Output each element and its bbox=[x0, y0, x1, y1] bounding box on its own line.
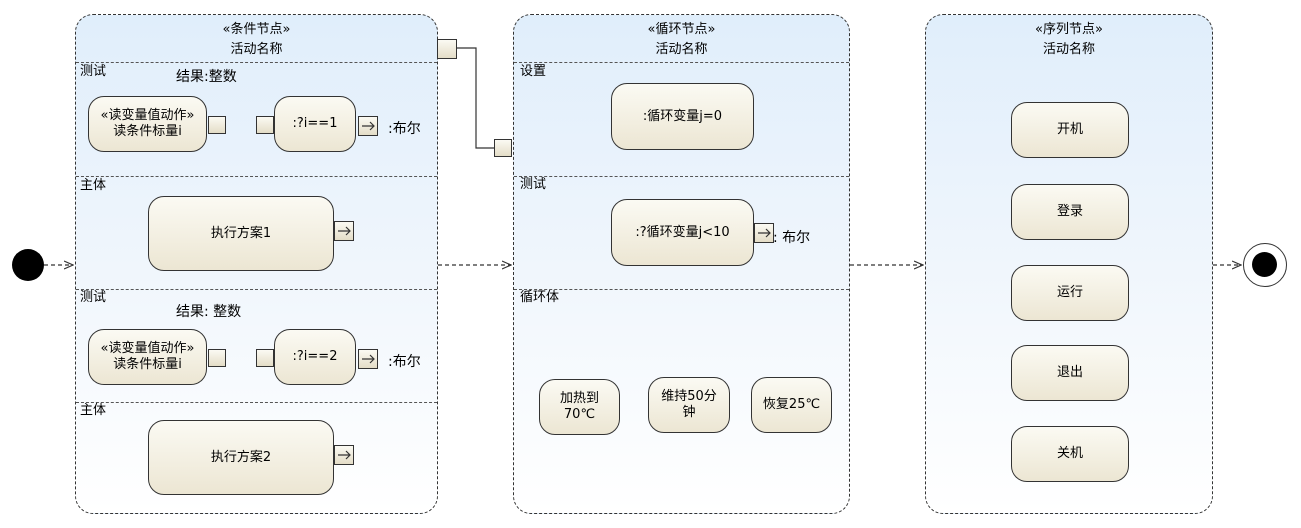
section-divider bbox=[76, 289, 437, 290]
read-action-stereotype: «读变量值动作» bbox=[100, 108, 195, 123]
clause1-test-input-pin[interactable] bbox=[256, 116, 274, 134]
sequence-node[interactable]: «序列节点» 活动名称 开机 登录 运行 退出 关机 bbox=[925, 14, 1213, 514]
clause2-body-label: 主体 bbox=[80, 403, 107, 418]
loop-node[interactable]: «循环节点» 活动名称 设置 :循环变量j=0 测试 :?循环变量j<10 : … bbox=[513, 14, 850, 514]
section-divider bbox=[76, 402, 437, 403]
section-divider bbox=[76, 176, 437, 177]
conditional-node-stereotype: «条件节点» bbox=[222, 22, 291, 37]
clause1-output-type: :布尔 bbox=[388, 121, 421, 137]
clause1-test-label: 测试 bbox=[80, 64, 107, 79]
loop-test-action[interactable]: :?循环变量j<10 bbox=[611, 199, 754, 266]
section-divider bbox=[514, 176, 849, 177]
clause2-body-action[interactable]: 执行方案2 bbox=[148, 420, 334, 495]
conditional-node[interactable]: «条件节点» 活动名称 测试 结果:整数 «读变量值动作» 读条件标量i :?i… bbox=[75, 14, 438, 514]
loop-setup-label: 设置 bbox=[520, 64, 547, 79]
object-flow-conditional-to-loop bbox=[456, 47, 494, 149]
clause1-body-action[interactable]: 执行方案1 bbox=[148, 196, 334, 271]
clause1-read-variable-action[interactable]: «读变量值动作» 读条件标量i bbox=[88, 96, 207, 152]
clause1-test-action[interactable]: :?i==1 bbox=[274, 96, 356, 152]
clause2-result-label: 结果: 整数 bbox=[176, 304, 242, 320]
clause1-test-output-pin[interactable] bbox=[358, 116, 378, 136]
sequence-action-exit[interactable]: 退出 bbox=[1011, 345, 1129, 401]
section-divider bbox=[76, 62, 437, 63]
clause2-test-output-pin[interactable] bbox=[358, 349, 378, 369]
clause2-read-variable-action[interactable]: «读变量值动作» 读条件标量i bbox=[88, 329, 207, 385]
clause2-output-type: :布尔 bbox=[388, 354, 421, 370]
clause2-test-label: 测试 bbox=[80, 290, 107, 305]
read-action-stereotype: «读变量值动作» bbox=[100, 341, 195, 356]
loop-node-name: 活动名称 bbox=[655, 42, 708, 57]
section-divider bbox=[514, 62, 849, 63]
clause1-body-output-pin[interactable] bbox=[334, 221, 354, 241]
loop-body-action-restore[interactable]: 恢复25℃ bbox=[751, 377, 832, 433]
read-action-name: 读条件标量i bbox=[113, 124, 182, 139]
activity-final-node[interactable] bbox=[1243, 243, 1287, 287]
loop-setup-action[interactable]: :循环变量j=0 bbox=[611, 83, 754, 150]
clause2-test-action[interactable]: :?i==2 bbox=[274, 329, 356, 385]
initial-node[interactable] bbox=[12, 249, 44, 281]
loop-body-label: 循环体 bbox=[520, 290, 560, 305]
clause2-test-input-pin[interactable] bbox=[256, 349, 274, 367]
clause1-body-label: 主体 bbox=[80, 178, 107, 193]
section-divider bbox=[514, 289, 849, 290]
read-action-name: 读条件标量i bbox=[113, 357, 182, 372]
sequence-action-shutdown[interactable]: 关机 bbox=[1011, 426, 1129, 482]
conditional-node-output-pin[interactable] bbox=[437, 39, 457, 59]
loop-node-input-pin[interactable] bbox=[494, 139, 512, 157]
loop-test-label: 测试 bbox=[520, 177, 547, 192]
sequence-node-stereotype: «序列节点» bbox=[1035, 22, 1103, 37]
sequence-node-name: 活动名称 bbox=[1042, 42, 1095, 57]
clause1-read-output-pin[interactable] bbox=[208, 116, 226, 134]
sequence-action-power-on[interactable]: 开机 bbox=[1011, 102, 1129, 158]
conditional-node-name: 活动名称 bbox=[230, 42, 283, 57]
sequence-action-run[interactable]: 运行 bbox=[1011, 265, 1129, 321]
loop-test-output-type: : 布尔 bbox=[773, 230, 811, 246]
clause2-read-output-pin[interactable] bbox=[208, 349, 226, 367]
loop-body-action-heat[interactable]: 加热到 70℃ bbox=[539, 379, 620, 435]
loop-test-output-pin[interactable] bbox=[754, 223, 774, 243]
clause1-result-label: 结果:整数 bbox=[176, 69, 237, 85]
loop-body-action-hold[interactable]: 维持50分 钟 bbox=[648, 377, 730, 433]
sequence-action-login[interactable]: 登录 bbox=[1011, 184, 1129, 240]
clause2-body-output-pin[interactable] bbox=[334, 445, 354, 465]
loop-node-stereotype: «循环节点» bbox=[647, 22, 716, 37]
